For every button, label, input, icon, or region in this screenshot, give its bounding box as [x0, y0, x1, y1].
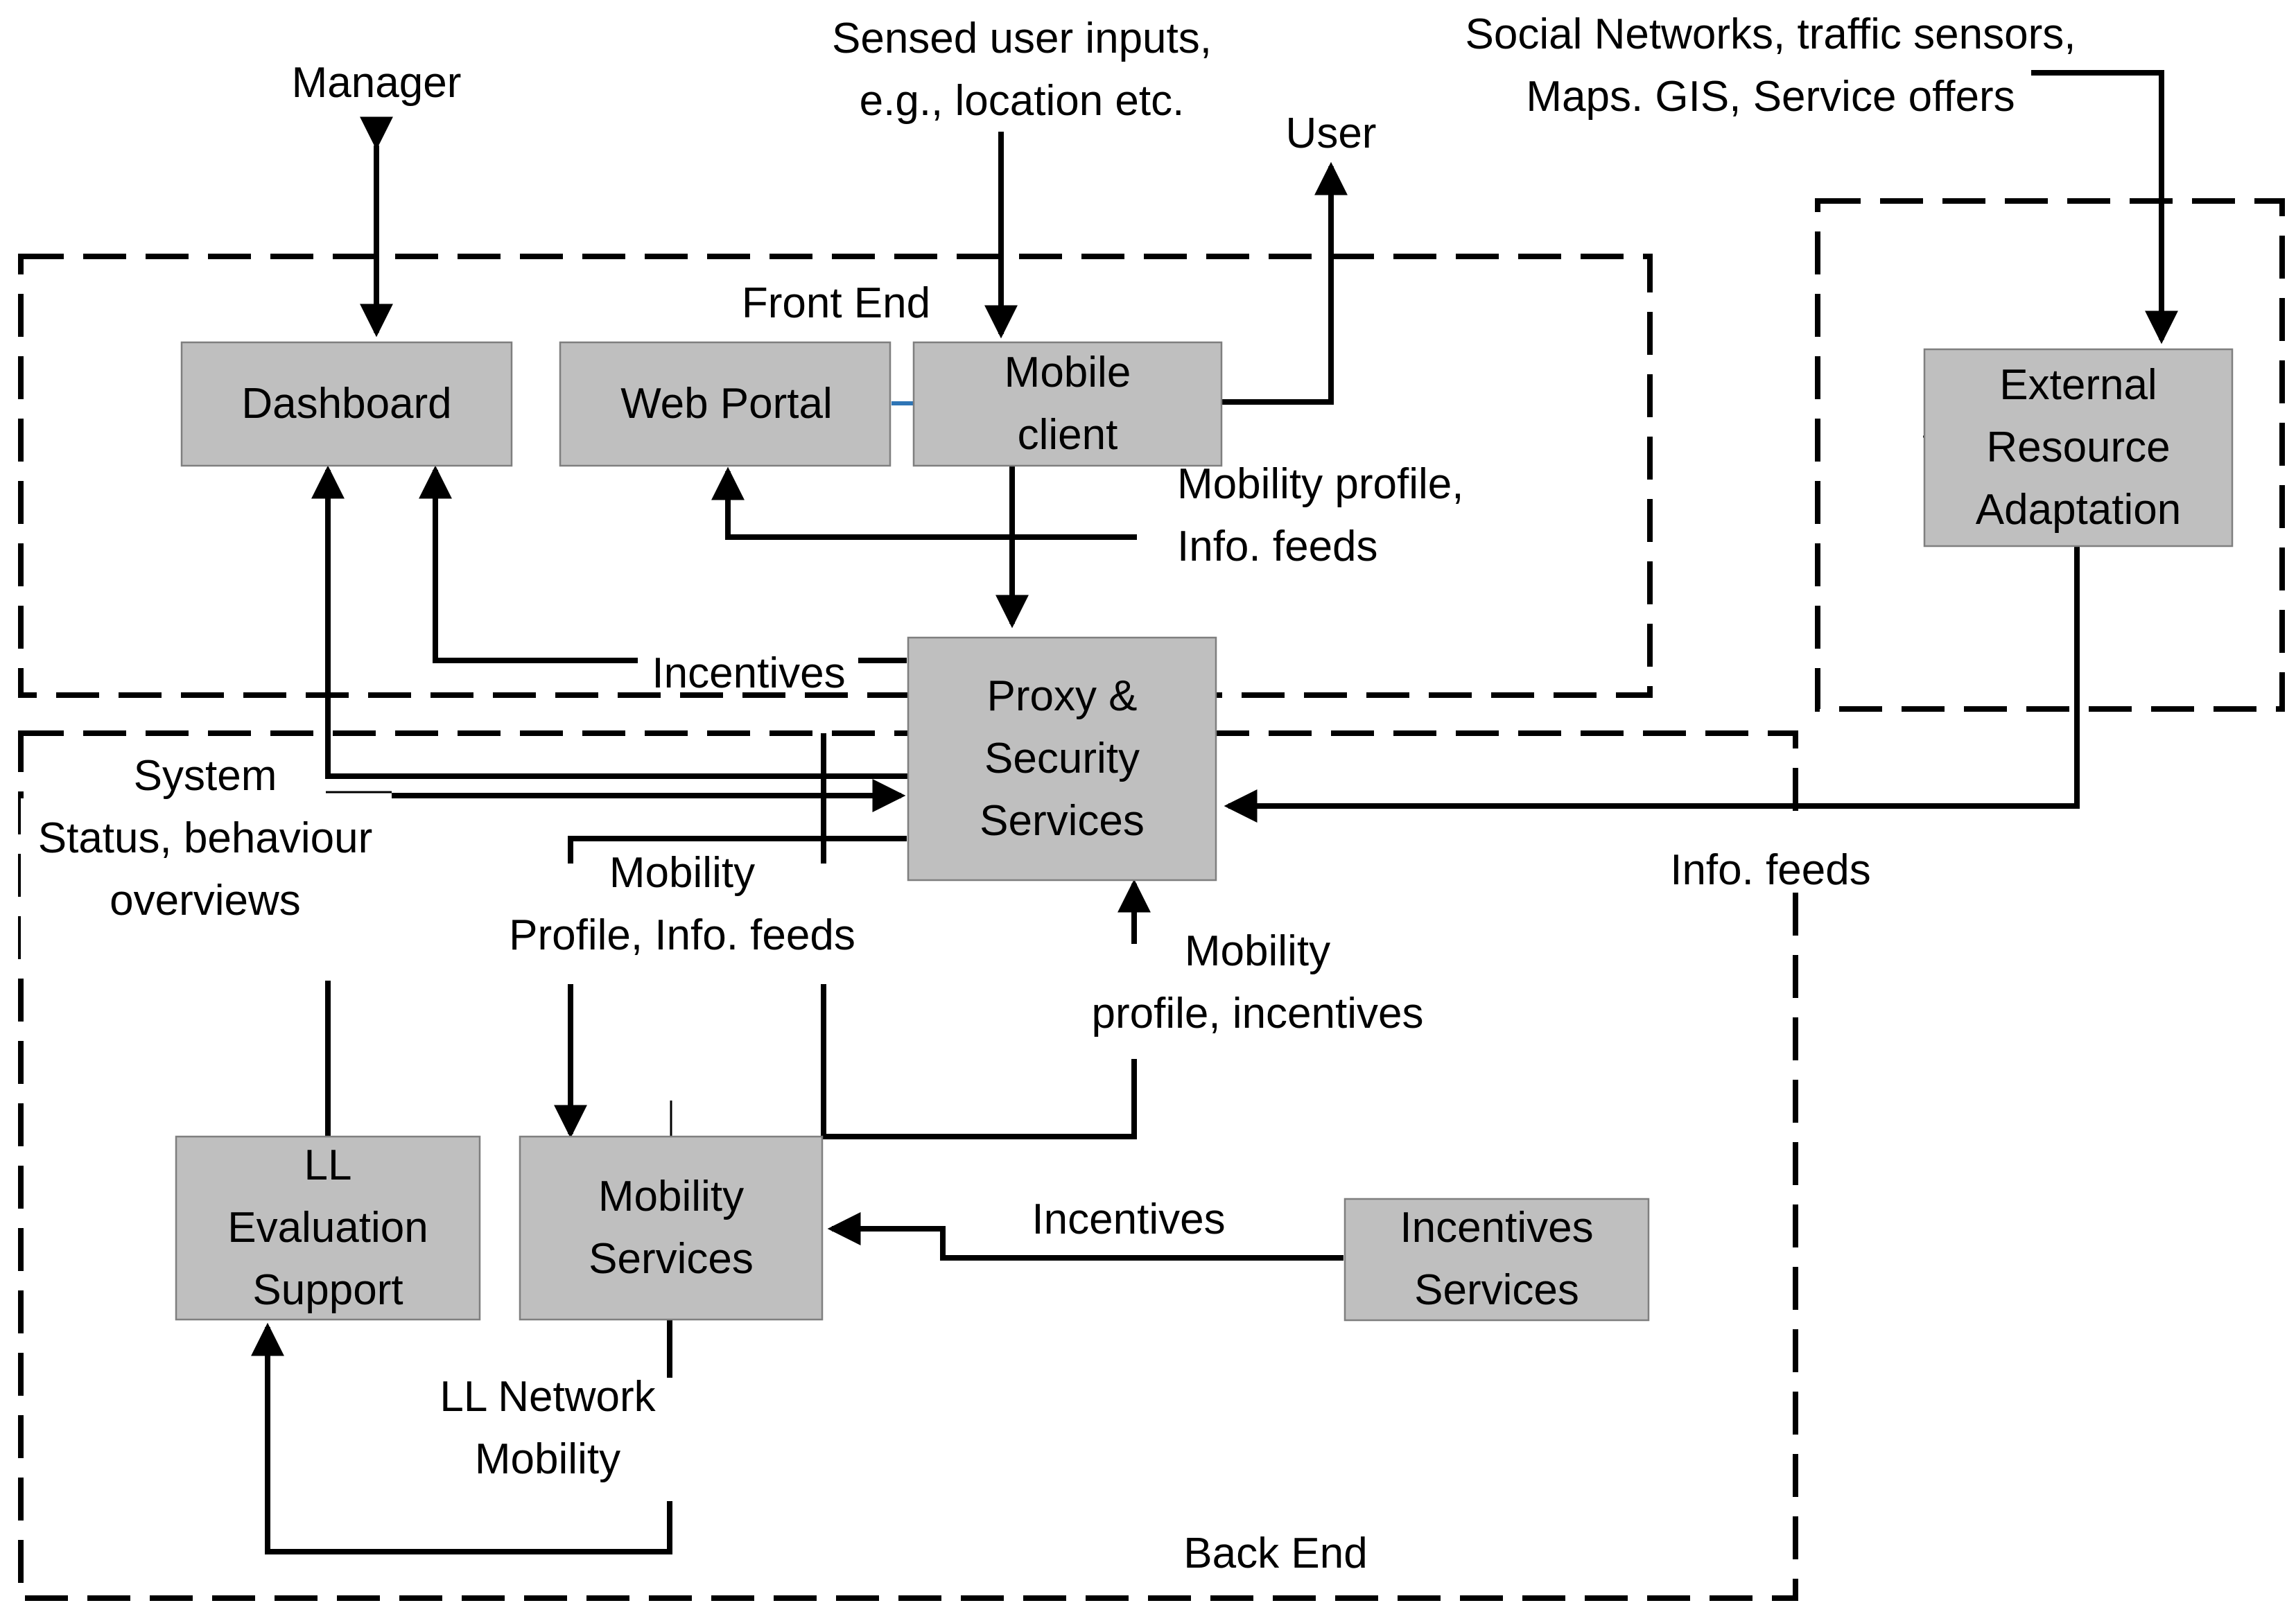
mobile-to-user-edge: [1221, 161, 1348, 405]
info-feeds-right-bg: [1650, 826, 1899, 884]
mobility-profile-feeds-top-label: Mobility profile, Info. feeds: [1177, 460, 1463, 570]
text-line: LL: [304, 1141, 352, 1189]
text-line: LL Network: [440, 1373, 656, 1421]
text-line: Services: [1414, 1266, 1579, 1314]
user-label: User: [1286, 109, 1377, 157]
external-to-proxy-edge: [1224, 546, 2080, 823]
text-line: Back End: [1183, 1530, 1367, 1577]
front-end-region: [18, 254, 1653, 698]
manager-label: Manager: [292, 59, 462, 107]
incentives-to-mobility-edge: [827, 1212, 1343, 1261]
text-line: Dashboard: [241, 380, 451, 428]
dashboard-node: Dashboard: [180, 341, 513, 467]
profile-to-portal-edge: [711, 466, 1137, 540]
mobility-profile-feeds-mid-bg: [489, 864, 878, 984]
proxy-incentives-dashboard-edge: [419, 465, 907, 663]
proxy-to-mobility-edge: [554, 836, 907, 1139]
text-line: Services: [589, 1235, 754, 1283]
text-line: Adaptation: [1976, 486, 2181, 534]
text-line: Proxy &: [986, 672, 1137, 720]
text-line: Incentives: [652, 649, 845, 697]
text-line: Services: [980, 797, 1145, 845]
sensed-inputs-label: Sensed user inputs, e.g., location etc.: [832, 15, 1212, 125]
info-feeds-right-label: Info. feeds: [1670, 846, 1871, 894]
mobile-client-node: Mobile client: [912, 341, 1223, 467]
text-line: Mobility profile,: [1177, 460, 1463, 508]
text-line: Incentives: [1032, 1195, 1225, 1243]
text-line: Incentives: [1400, 1204, 1593, 1252]
text-line: Mobility: [475, 1435, 620, 1483]
front-end-label: Front End: [742, 279, 930, 327]
ll-network-mobility-bg: [424, 1378, 674, 1501]
text-line: Web Portal: [620, 380, 833, 428]
dashboard-label: Dashboard: [241, 380, 451, 428]
text-line: Mobility: [1185, 927, 1330, 975]
text-line: Manager: [292, 59, 462, 107]
system-status-bg: [21, 798, 395, 977]
back-end-label: Back End: [1183, 1530, 1367, 1577]
text-line: Sensed user inputs,: [832, 15, 1212, 62]
mobile-client-label: Mobile client: [1004, 349, 1131, 459]
incentives-bottom-label: Incentives: [1032, 1195, 1225, 1243]
social-networks-label: Social Networks, traffic sensors, Maps. G…: [1466, 10, 2076, 121]
text-line: External: [1999, 361, 2157, 409]
text-line: Info. feeds: [1177, 523, 1378, 570]
labels: Manager Sensed user inputs, e.g., locatio…: [21, 10, 2076, 1577]
status-to-dashboard-edge: [311, 465, 908, 779]
incentives-top-label: Incentives: [652, 649, 845, 697]
text-line: Info. feeds: [1670, 846, 1871, 894]
text-line: Maps. GIS, Service offers: [1526, 73, 2015, 121]
external-region: [1815, 198, 2285, 712]
text-line: Evaluation: [227, 1204, 428, 1252]
text-line: client: [1018, 411, 1118, 459]
text-line: User: [1286, 109, 1377, 157]
text-line: e.g., location etc.: [860, 77, 1185, 125]
text-line: Status, behaviour: [38, 814, 373, 862]
text-line: Front End: [742, 279, 930, 327]
text-line: overviews: [110, 877, 301, 925]
mobility-profile-incentives-bg: [1068, 944, 1456, 1059]
text-line: Resource: [1986, 423, 2170, 471]
text-line: profile, incentives: [1091, 990, 1423, 1037]
web-portal-node: Web Portal: [559, 341, 892, 467]
text-line: Mobility: [598, 1173, 744, 1220]
social-to-external-edge: [2031, 70, 2178, 344]
text-line: Mobile: [1004, 349, 1131, 396]
text-line: Security: [984, 735, 1140, 782]
incentives-top-bg: [638, 632, 858, 686]
text-line: System: [134, 752, 277, 800]
mobility-profile-incentives-label: Mobility profile, incentives: [1091, 927, 1423, 1037]
text-line: Support: [252, 1266, 403, 1314]
text-line: Profile, Info. feeds: [509, 911, 855, 959]
web-portal-label: Web Portal: [620, 380, 833, 428]
text-line: Mobility: [609, 849, 755, 897]
text-line: Social Networks, traffic sensors,: [1466, 10, 2076, 58]
